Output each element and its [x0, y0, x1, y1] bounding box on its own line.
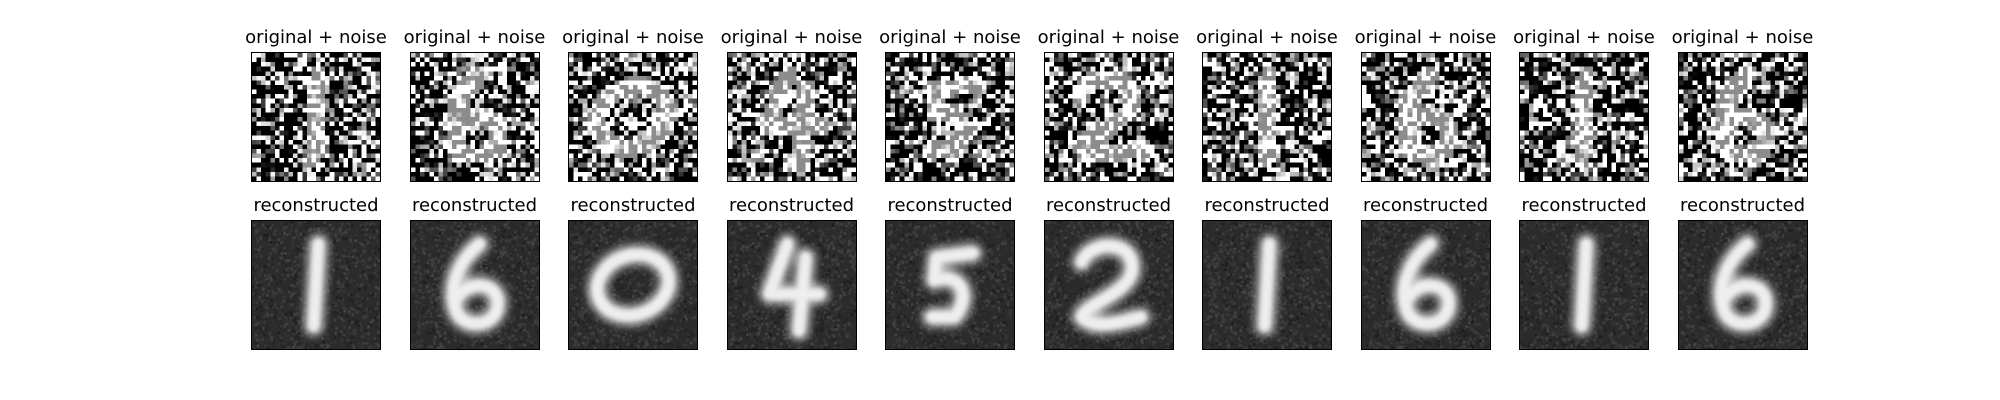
- noisy-digit-image: [1677, 52, 1808, 182]
- reconstructed-digit-image: [568, 220, 698, 350]
- reconstructed-panel-title: reconstructed: [1679, 195, 1806, 216]
- reconstructed-panel-title: reconstructed: [887, 195, 1013, 216]
- reconstructed-panel-title: reconstructed: [253, 195, 379, 216]
- reconstructed-panel-title: reconstructed: [728, 195, 855, 216]
- noisy-digit-image: [1202, 52, 1332, 182]
- noisy-panel-title: original + noise: [245, 27, 387, 48]
- reconstructed-panel-title: reconstructed: [570, 195, 696, 216]
- reconstructed-panel-title: reconstructed: [1045, 195, 1172, 216]
- noisy-panel-title: original + noise: [720, 27, 863, 48]
- noisy-panel-title: original + noise: [1037, 27, 1180, 48]
- reconstructed-digit-image: [1677, 220, 1808, 350]
- reconstructed-panel-title: reconstructed: [411, 195, 538, 216]
- reconstructed-digit-image: [726, 220, 857, 350]
- noisy-digit-image: [726, 52, 857, 182]
- reconstructed-panel-title: reconstructed: [1521, 195, 1647, 216]
- reconstructed-digit-image: [409, 220, 540, 350]
- noisy-panel-title: original + noise: [1354, 27, 1497, 48]
- noisy-digit-image: [251, 52, 381, 182]
- noisy-panel-title: original + noise: [1513, 27, 1655, 48]
- noisy-panel-title: original + noise: [879, 27, 1021, 48]
- noisy-digit-image: [568, 52, 698, 182]
- noisy-digit-image: [1360, 52, 1491, 182]
- noisy-digit-image: [1043, 52, 1174, 182]
- reconstructed-digit-image: [1519, 220, 1649, 350]
- reconstructed-panel-title: reconstructed: [1204, 195, 1330, 216]
- noisy-panel-title: original + noise: [403, 27, 546, 48]
- reconstructed-panel-title: reconstructed: [1362, 195, 1489, 216]
- reconstructed-digit-image: [251, 220, 381, 350]
- noisy-panel-title: original + noise: [1671, 27, 1814, 48]
- noisy-panel-title: original + noise: [1196, 27, 1338, 48]
- reconstructed-digit-image: [885, 220, 1015, 350]
- noisy-panel-title: original + noise: [562, 27, 704, 48]
- reconstructed-digit-image: [1043, 220, 1174, 350]
- reconstructed-digit-image: [1202, 220, 1332, 350]
- noisy-digit-image: [409, 52, 540, 182]
- reconstructed-digit-image: [1360, 220, 1491, 350]
- noisy-digit-image: [1519, 52, 1649, 182]
- noisy-digit-image: [885, 52, 1015, 182]
